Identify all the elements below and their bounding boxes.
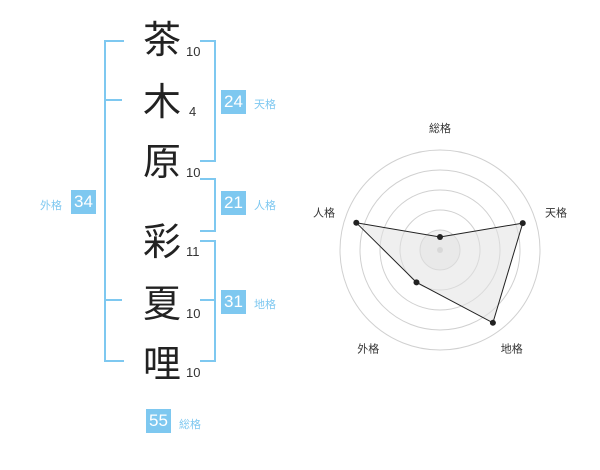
radar-axis-label-4: 人格 bbox=[313, 205, 335, 219]
soukaku-value: 55 bbox=[146, 409, 171, 433]
radar-polygon bbox=[354, 222, 524, 324]
chikaku-bracket-tick bbox=[200, 299, 214, 301]
chikaku-value: 31 bbox=[221, 290, 246, 314]
radar-ring bbox=[339, 149, 541, 351]
radar-axis-label-3: 外格 bbox=[357, 342, 379, 356]
soukaku-label: 総格 bbox=[179, 418, 201, 431]
radar-point-4 bbox=[353, 219, 360, 226]
surname-char-2: 木 bbox=[142, 80, 181, 124]
radar-axis-label-2: 地格 bbox=[501, 342, 523, 356]
gaikaku-bracket-tick-1 bbox=[106, 99, 122, 101]
jinkaku-value: 21 bbox=[221, 191, 246, 215]
radar-axis-label-0: 総格 bbox=[429, 121, 451, 135]
tenkaku-label: 天格 bbox=[254, 98, 276, 111]
given-strokes-1: 11 bbox=[186, 244, 200, 259]
gaikaku-label: 外格 bbox=[40, 199, 62, 212]
given-char-1: 彩 bbox=[142, 220, 181, 264]
tenkaku-value: 24 bbox=[221, 90, 246, 114]
given-char-2: 夏 bbox=[142, 282, 181, 326]
radar-axis-label-1: 天格 bbox=[545, 205, 567, 219]
chikaku-label: 地格 bbox=[254, 298, 276, 311]
tenkaku-bracket bbox=[200, 40, 216, 162]
surname-char-3: 原 bbox=[142, 140, 181, 184]
given-strokes-3: 10 bbox=[186, 365, 201, 380]
gaikaku-value: 34 bbox=[71, 190, 96, 214]
radar-point-2 bbox=[489, 319, 496, 326]
surname-char-1: 茶 bbox=[142, 18, 181, 62]
surname-strokes-2: 4 bbox=[189, 104, 197, 119]
radar-point-0 bbox=[437, 234, 443, 240]
radar-point-1 bbox=[519, 220, 526, 227]
radar-value-polygon bbox=[354, 222, 524, 324]
given-strokes-2: 10 bbox=[186, 306, 201, 321]
radar-point-3 bbox=[413, 279, 420, 286]
surname-strokes-3: 10 bbox=[186, 165, 201, 180]
radar-points bbox=[353, 219, 526, 326]
radar-ring bbox=[359, 169, 521, 331]
chikaku-bracket bbox=[200, 240, 216, 362]
jinkaku-label: 人格 bbox=[254, 199, 276, 212]
surname-strokes-1: 10 bbox=[186, 44, 201, 59]
given-char-3: 哩 bbox=[142, 342, 181, 386]
gaikaku-bracket bbox=[104, 40, 124, 362]
jinkaku-bracket bbox=[200, 178, 216, 232]
gaikaku-bracket-tick-2 bbox=[106, 299, 122, 301]
